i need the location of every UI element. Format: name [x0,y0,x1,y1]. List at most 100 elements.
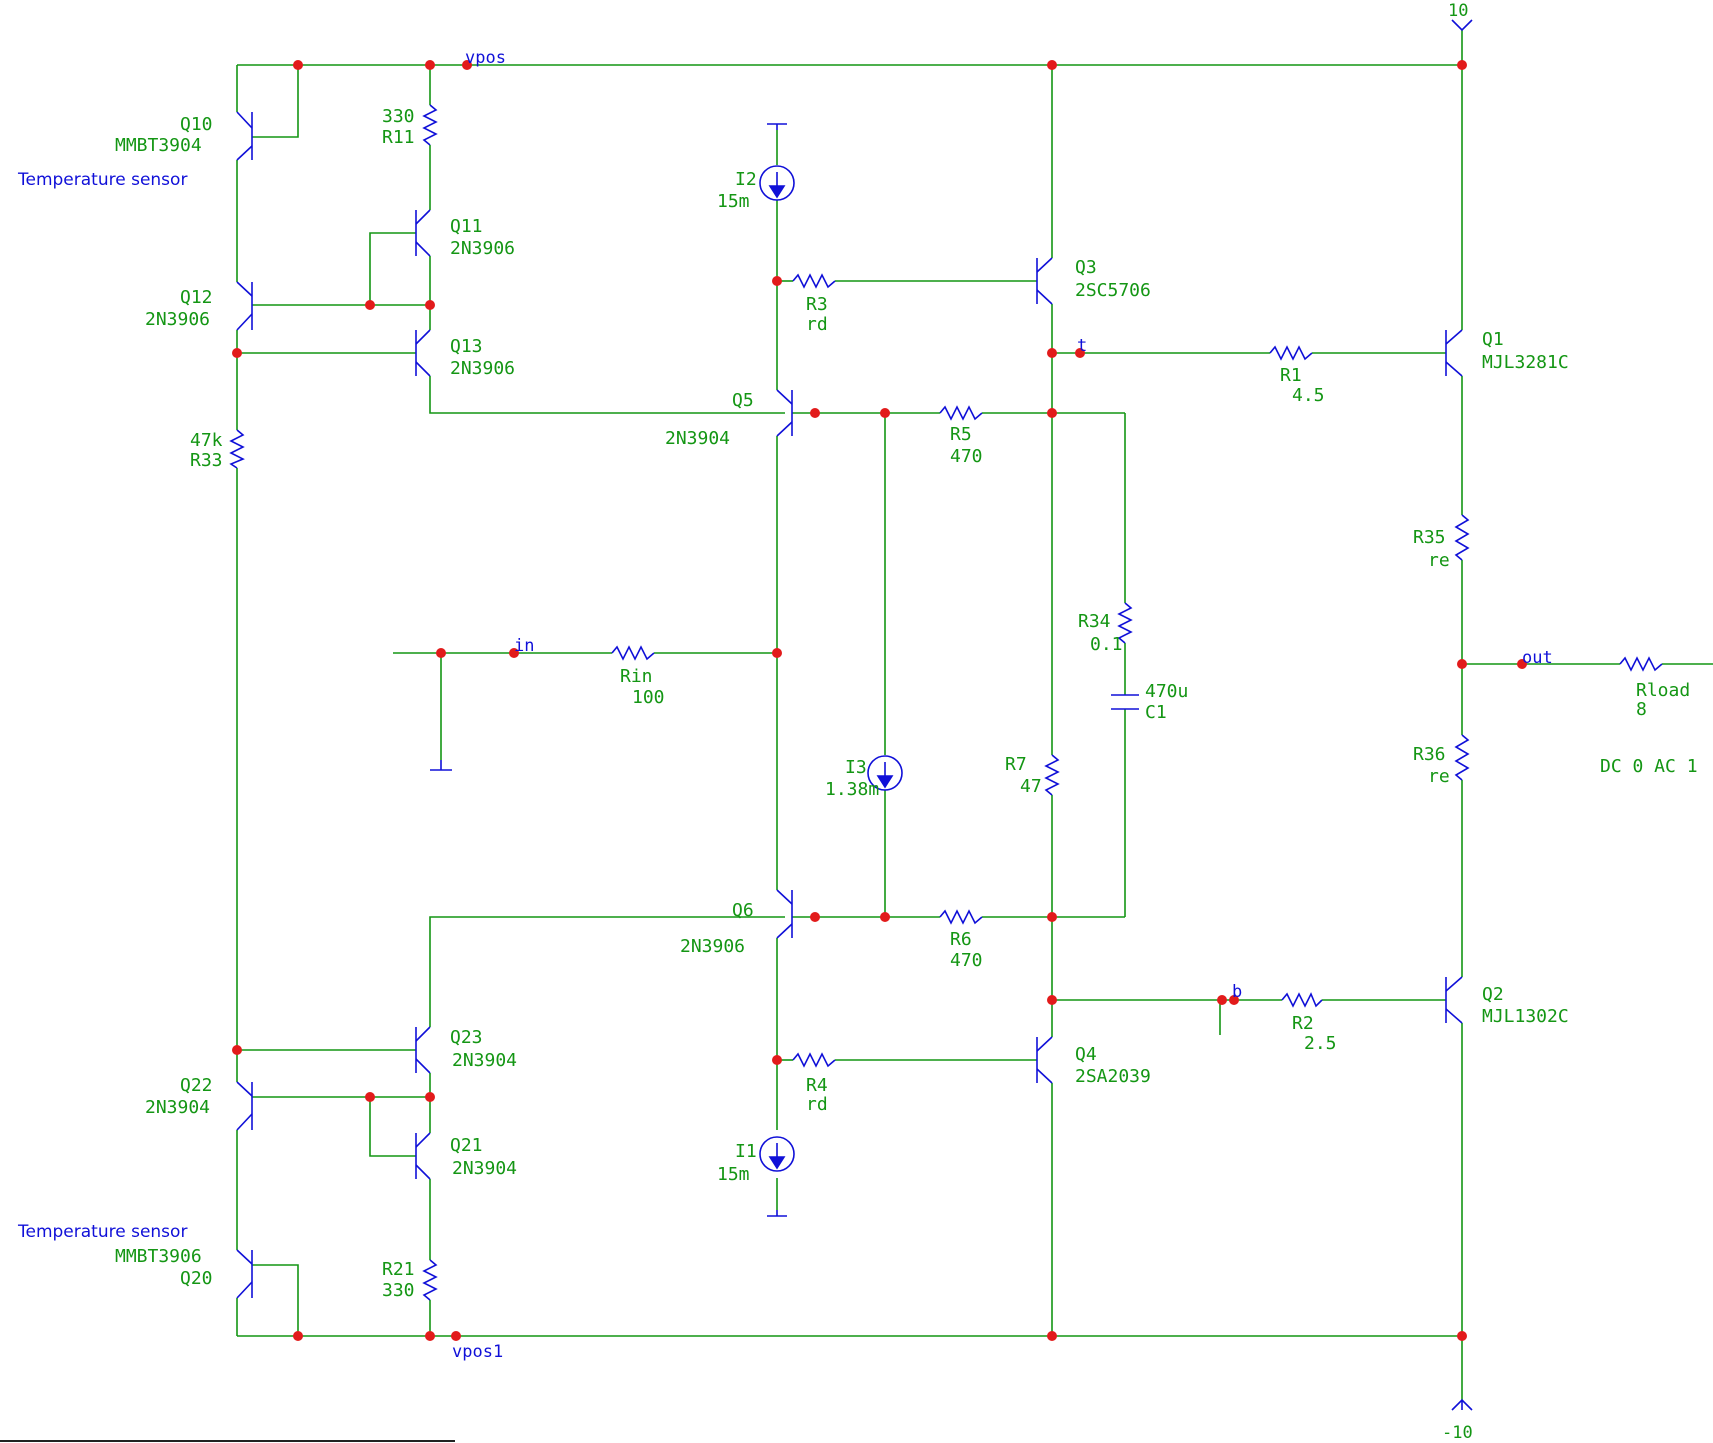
R1-ref: R1 [1280,365,1302,386]
I1-value: 15m [717,1164,750,1185]
R5-ref: R5 [950,424,972,445]
resistor-R34 [1117,602,1133,644]
Q10-model: MMBT3904 [115,135,202,156]
transistor-Q20 [236,1249,253,1299]
Q23-model: 2N3904 [452,1050,517,1071]
ground-icon-input [430,760,452,771]
R21-value: 330 [382,1280,415,1301]
resistor-R7 [1044,754,1060,796]
Q13-model: 2N3906 [450,358,515,379]
Q12-ref: Q12 [180,287,213,308]
positive-supply-arrow [1451,19,1473,32]
capacitor-C1 [1111,694,1139,710]
Q1-ref: Q1 [1482,329,1504,350]
R3-ref: R3 [806,294,828,315]
symbols [229,19,1663,1411]
Rin-value: 100 [632,687,665,708]
net-t-label: t [1077,336,1087,356]
Q2-ref: Q2 [1482,984,1504,1005]
labels: 10 -10 vpos vpos1 in out t b Temperature… [17,1,1698,1443]
transistor-Q2 [1445,976,1463,1024]
transistor-Q21 [415,1132,431,1180]
source-spec-label: DC 0 AC 1 [1600,756,1698,777]
R4-ref: R4 [806,1075,828,1096]
transistor-Q1 [1445,329,1463,377]
current-source-I2 [759,165,795,201]
R3-value: rd [806,314,828,335]
Q5-model: 2N3904 [665,428,730,449]
resistor-R11 [422,104,438,146]
Q11-model: 2N3906 [450,238,515,259]
R34-value: 0.1 [1090,634,1123,655]
resistor-R21 [422,1259,438,1301]
net-out-label: out [1522,648,1553,668]
resistor-R36 [1454,734,1470,781]
net-in-label: in [514,636,534,656]
Q1-model: MJL3281C [1482,352,1569,373]
Q22-model: 2N3904 [145,1097,210,1118]
supply-positive-label: 10 [1448,1,1468,21]
Q22-ref: Q22 [180,1075,213,1096]
resistor-R3 [792,273,836,289]
R11-ref: R11 [382,127,415,148]
resistor-R4 [792,1052,836,1068]
I3-value: 1.38m [825,779,879,800]
current-source-I1 [759,1136,795,1172]
Q21-model: 2N3904 [452,1158,517,1179]
ground-icon-top [767,123,787,130]
Q4-model: 2SA2039 [1075,1066,1151,1087]
transistor-Q3 [1036,257,1053,305]
I1-ref: I1 [735,1141,757,1162]
R5-value: 470 [950,446,983,467]
supply-negative-label: -10 [1442,1423,1473,1443]
resistor-R2 [1281,992,1323,1008]
resistor-R33 [229,429,245,469]
Rin-ref: Rin [620,666,653,687]
Q10-ref: Q10 [180,114,213,135]
R11-value: 330 [382,106,415,127]
R1-value: 4.5 [1292,385,1325,406]
note-temperature-sensor-bottom: Temperature sensor [17,1222,187,1242]
net-vpos1-label: vpos1 [452,1342,503,1362]
R33-value: 47k [190,430,223,451]
transistor-Q12 [236,281,253,331]
Q20-ref: Q20 [180,1268,213,1289]
R21-ref: R21 [382,1259,415,1280]
note-temperature-sensor-top: Temperature sensor [17,170,187,190]
R7-value: 47 [1020,776,1042,797]
Rload-ref: Rload [1636,680,1690,701]
Q5-ref: Q5 [732,390,754,411]
transistor-Q10 [236,111,253,161]
resistor-Rload [1619,656,1663,672]
transistor-Q6 [776,889,793,939]
transistor-Q11 [415,209,431,257]
transistor-Q13 [415,329,431,377]
R6-value: 470 [950,950,983,971]
R6-ref: R6 [950,929,972,950]
Q6-ref: Q6 [732,900,754,921]
R4-value: rd [806,1094,828,1115]
resistor-R35 [1454,514,1470,561]
transistor-Q22 [236,1081,253,1131]
C1-value: 470u [1145,681,1188,702]
R35-ref: R35 [1413,527,1446,548]
current-source-I3 [867,755,903,791]
R36-value: re [1428,766,1450,787]
Q23-ref: Q23 [450,1027,483,1048]
I3-ref: I3 [845,757,867,778]
Q2-model: MJL1302C [1482,1006,1569,1027]
transistor-Q23 [415,1026,431,1074]
Q4-ref: Q4 [1075,1044,1097,1065]
Q20-model: MMBT3906 [115,1246,202,1267]
Q3-model: 2SC5706 [1075,280,1151,301]
R35-value: re [1428,550,1450,571]
transistor-Q4 [1036,1036,1053,1084]
I2-ref: I2 [735,169,757,190]
R33-ref: R33 [190,450,223,471]
Q3-ref: Q3 [1075,257,1097,278]
C1-ref: C1 [1145,702,1167,723]
I2-value: 15m [717,191,750,212]
Q13-ref: Q13 [450,336,483,357]
R36-ref: R36 [1413,744,1446,765]
